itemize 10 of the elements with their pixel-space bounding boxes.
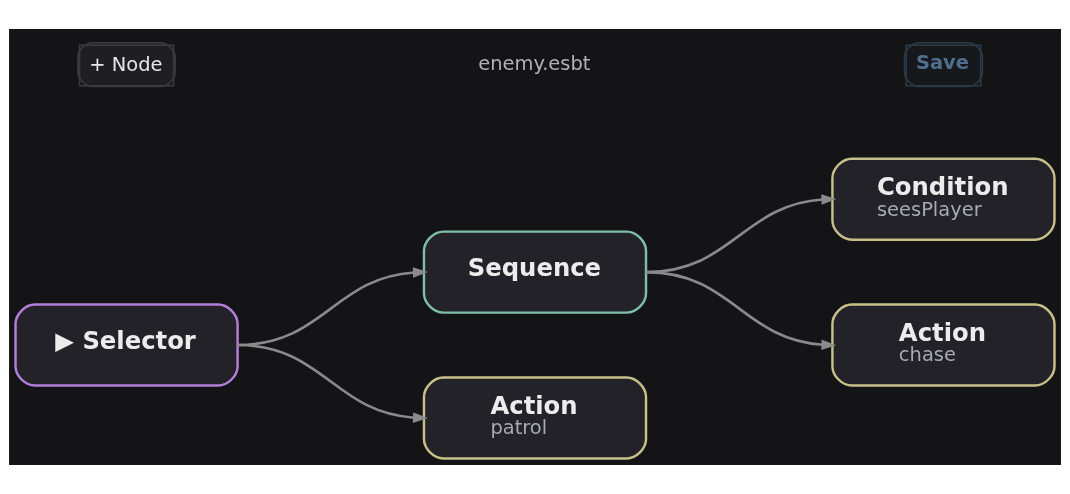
label: enemy.esbt (478, 51, 591, 75)
node-box: Action patrol (422, 376, 648, 460)
label: Save (915, 50, 969, 74)
arrow (645, 270, 837, 350)
node-box: Condition seesPlayer (831, 157, 1056, 241)
node-box: Sequence (422, 230, 648, 314)
node-box: ▶ Selector (14, 303, 239, 387)
label: + Node (89, 52, 163, 76)
arrow (237, 343, 428, 423)
node-box: Action chase (831, 303, 1056, 387)
